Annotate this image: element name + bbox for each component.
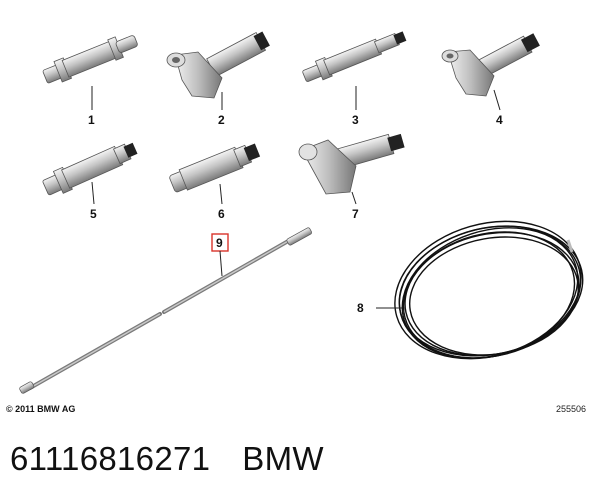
callout-3: 3 bbox=[352, 113, 359, 127]
part-4-angled-connector bbox=[441, 33, 540, 97]
part-caption: 61116816271 BMW bbox=[10, 440, 324, 478]
copyright-text: © 2011 BMW AG bbox=[6, 404, 76, 414]
callout-4: 4 bbox=[496, 113, 503, 127]
part-6-straight-connector bbox=[169, 143, 261, 193]
part-5-straight-connector bbox=[42, 142, 138, 196]
callout-2: 2 bbox=[218, 113, 225, 127]
part-7-angled-connector bbox=[298, 133, 405, 195]
callout-6: 6 bbox=[218, 207, 225, 221]
callout-9: 9 bbox=[216, 236, 223, 250]
part-1-straight-connector bbox=[42, 35, 138, 84]
part-3-straight-connector bbox=[302, 31, 407, 82]
brand-name: BMW bbox=[242, 440, 324, 477]
callout-5: 5 bbox=[90, 207, 97, 221]
figure-number: 255506 bbox=[555, 404, 586, 414]
part-2-angled-connector bbox=[166, 31, 270, 99]
callout-8: 8 bbox=[357, 301, 364, 315]
parts-diagram: 1 2 3 4 5 bbox=[19, 31, 584, 394]
part-8-coiled-cable bbox=[394, 220, 584, 360]
callout-7: 7 bbox=[352, 207, 359, 221]
callout-1: 1 bbox=[88, 113, 95, 127]
part-number: 61116816271 bbox=[10, 440, 211, 477]
part-9-rod-cable bbox=[19, 227, 312, 394]
